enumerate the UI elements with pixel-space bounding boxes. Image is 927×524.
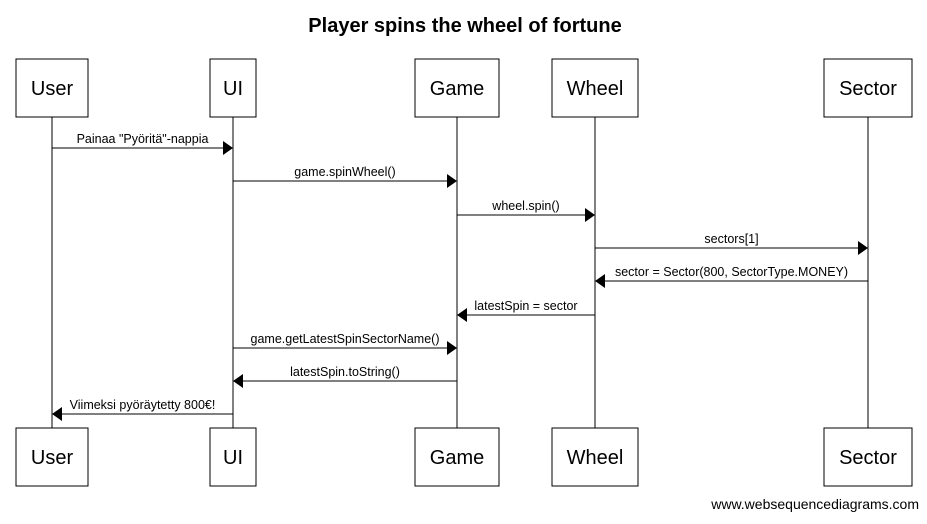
participant-user-top: User [15,58,89,118]
diagram-title: Player spins the wheel of fortune [308,15,621,37]
participant-box [209,58,257,118]
message-5: sector = Sector(800, SectorType.MONEY) [595,265,868,288]
message-label: game.getLatestSpinSectorName() [251,332,440,346]
participant-box [414,427,500,487]
participant-box [15,427,89,487]
message-3: wheel.spin() [457,199,595,222]
participant-ui-bottom: UI [209,427,257,487]
message-6: latestSpin = sector [457,299,595,322]
arrowhead [447,174,457,188]
participant-label: Wheel [567,447,624,469]
participant-label: User [31,78,74,100]
message-1: Painaa "Pyöritä"-nappia [52,132,233,155]
message-4: sectors[1] [595,232,868,255]
participant-label: Game [430,78,484,100]
message-label: latestSpin.toString() [290,365,400,379]
message-label: sector = Sector(800, SectorType.MONEY) [615,265,848,279]
arrowhead [585,208,595,222]
lifelines-group [51,117,869,428]
message-7: game.getLatestSpinSectorName() [233,332,457,355]
participant-game-top: Game [414,58,500,118]
arrowhead [595,274,605,288]
arrowhead [52,407,62,421]
participant-box [414,58,500,118]
participant-ui-top: UI [209,58,257,118]
participant-box [823,58,913,118]
participant-label: Sector [839,78,897,100]
participant-label: Wheel [567,78,624,100]
messages-group: Painaa "Pyöritä"-nappia game.spinWheel() w… [52,132,868,421]
participant-wheel-bottom: Wheel [551,427,639,487]
message-8: latestSpin.toString() [233,365,457,388]
message-9: Viimeksi pyöräytetty 800€! [52,398,233,421]
message-label: latestSpin = sector [474,299,577,313]
participant-user-bottom: User [15,427,89,487]
message-label: Painaa "Pyöritä"-nappia [77,132,209,146]
arrowhead [858,241,868,255]
message-label: wheel.spin() [491,199,559,213]
message-label: Viimeksi pyöräytetty 800€! [70,398,216,412]
participant-box [209,427,257,487]
participant-box [551,58,639,118]
participant-label: UI [223,447,243,469]
participant-wheel-top: Wheel [551,58,639,118]
participant-label: UI [223,78,243,100]
participant-sector-top: Sector [823,58,913,118]
arrowhead [457,308,467,322]
participant-box [823,427,913,487]
participant-box [551,427,639,487]
participants-group: UserUserUIUIGameGameWheelWheelSectorSect… [15,58,913,487]
participant-sector-bottom: Sector [823,427,913,487]
participant-game-bottom: Game [414,427,500,487]
participant-box [15,58,89,118]
participant-label: Sector [839,447,897,469]
message-label: sectors[1] [704,232,758,246]
footer-credit: www.websequencediagrams.com [710,496,919,512]
arrowhead [223,141,233,155]
participant-label: Game [430,447,484,469]
message-2: game.spinWheel() [233,165,457,188]
arrowhead [233,374,243,388]
message-label: game.spinWheel() [294,165,395,179]
participant-label: User [31,447,74,469]
arrowhead [447,341,457,355]
